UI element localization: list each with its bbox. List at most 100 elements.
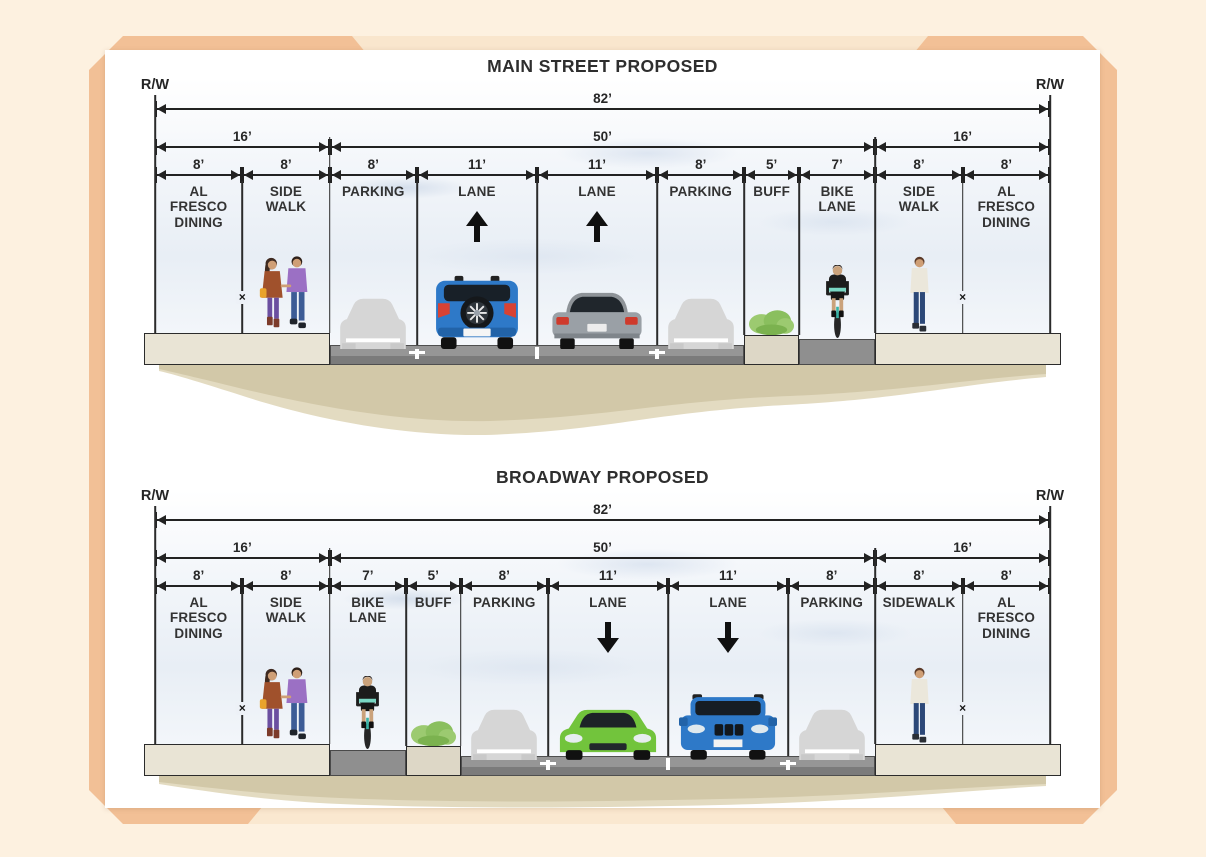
dimension-line: [330, 557, 875, 559]
sidewalk-platform: [875, 333, 1061, 365]
zone-boundary-line: [241, 181, 244, 333]
dimension-label: 8’: [280, 568, 292, 583]
dimension-arrowhead-right: [1039, 104, 1048, 114]
dimension-tick: [655, 167, 658, 183]
zone-boundary-line: [328, 592, 331, 744]
dimension-segment: 11’: [416, 157, 537, 183]
zone-label: AL FRESCO DINING: [977, 184, 1036, 230]
dimension-arrowhead-right: [449, 581, 459, 591]
earth-ground: [155, 365, 1050, 437]
zone-boundary-line: [154, 592, 156, 744]
lane-direction-arrow: [584, 211, 610, 242]
dimension-segment: 50’: [329, 129, 876, 155]
line-break-marker: ×: [235, 702, 249, 715]
dimension-tick: [786, 578, 789, 594]
dimension-label: 8’: [913, 157, 925, 172]
lane-marking: [414, 349, 419, 359]
dimension-line: [876, 174, 962, 176]
zone-label: SIDE WALK: [265, 184, 307, 215]
dimension-arrowhead-left: [659, 170, 669, 180]
dimension-segment: 82’: [155, 91, 1050, 117]
dimension-arrowhead-right: [231, 581, 241, 591]
boundary-line: [154, 506, 156, 592]
dimension-label: 16’: [232, 540, 252, 555]
lane-marking: [539, 761, 556, 765]
bike-lane-surface: [329, 750, 407, 776]
dimension-tick: [1048, 101, 1050, 117]
dimension-arrowhead-left: [157, 581, 166, 591]
dimension-line: [658, 174, 744, 176]
right-of-way-label-left: R/W: [140, 77, 170, 93]
suv-front-blue-figure: [679, 692, 778, 760]
dimension-arrowhead-left: [964, 581, 974, 591]
dimension-arrowhead-right: [231, 170, 241, 180]
boundary-line: [154, 95, 156, 181]
zone-boundary-line: [961, 592, 964, 744]
zone-boundary-line: [241, 592, 244, 744]
arrow-shaft: [604, 622, 611, 638]
line-break-marker: ×: [956, 291, 970, 304]
dimension-arrowhead-left: [331, 553, 341, 563]
lane-direction-arrow: [715, 622, 741, 653]
zone-boundary-line: [1049, 181, 1051, 333]
dimension-arrowhead-right: [318, 581, 328, 591]
dimension-arrowhead-right: [536, 581, 546, 591]
dimension-tick: [545, 578, 548, 594]
dimension-arrowhead-right: [1038, 170, 1048, 180]
boundary-line: [1049, 95, 1051, 181]
arrow-shaft: [473, 226, 480, 242]
zone-boundary-line: [743, 181, 746, 335]
dimension-line: [156, 519, 1049, 521]
dimension-segment: 11’: [537, 157, 658, 183]
frame-light-accent-bottom: [248, 807, 956, 824]
dimension-arrowhead-right: [318, 553, 328, 563]
boundary-line: [328, 137, 331, 181]
zone-boundary-line: [656, 181, 658, 345]
dimension-label: 5’: [766, 157, 778, 172]
sidewalk-platform: [144, 333, 330, 365]
buffer-platform: [406, 746, 461, 776]
dimension-arrowhead-left: [331, 581, 341, 591]
dimension-line: [243, 174, 329, 176]
dimension-segment: 8’: [657, 157, 745, 183]
dimension-tick: [873, 139, 876, 155]
dimension-arrowhead-left: [462, 581, 472, 591]
zone-boundary-line: [787, 592, 789, 756]
bike-lane-surface: [798, 339, 876, 365]
dimension-segment: 82’: [155, 502, 1050, 528]
dimension-line: [156, 557, 329, 559]
zone-label: LANE: [578, 184, 616, 199]
cyclist-figure: [351, 676, 384, 750]
dimension-tick: [796, 167, 799, 183]
arrow-head: [586, 211, 609, 226]
dimension-segment: 8’: [962, 568, 1050, 594]
dimension-arrowhead-left: [539, 170, 548, 180]
dimension-arrowhead-left: [157, 515, 166, 525]
zone-boundary-line: [874, 592, 877, 744]
dimension-arrowhead-right: [864, 581, 874, 591]
dimension-segment: 16’: [155, 540, 330, 566]
dimension-label: 8’: [695, 157, 707, 172]
arrow-shaft: [594, 226, 601, 242]
dimension-arrowhead-right: [777, 581, 787, 591]
parked-car-ghost-figure: [463, 704, 545, 760]
dimension-line: [963, 174, 1049, 176]
dimension-tick: [240, 167, 243, 183]
dimension-arrowhead-right: [951, 170, 961, 180]
pedestrian-couple-figure: [257, 253, 314, 333]
boundary-line: [874, 548, 877, 592]
frame-light-accent-top: [352, 36, 928, 53]
dimension-arrowhead-left: [418, 170, 428, 180]
zone-label: SIDE WALK: [898, 184, 940, 215]
dimension-line: [538, 174, 657, 176]
dimension-segment: 8’: [788, 568, 876, 594]
zone-label: BIKE LANE: [818, 184, 856, 215]
dimension-arrowhead-left: [877, 170, 887, 180]
